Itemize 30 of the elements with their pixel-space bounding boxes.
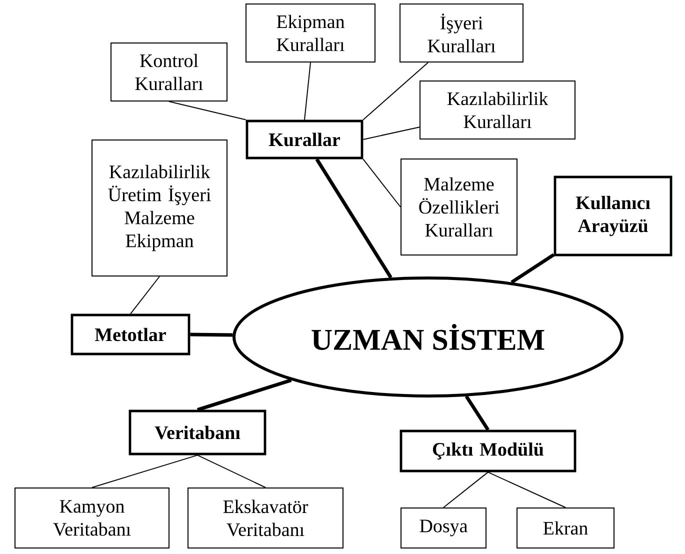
thick-connector	[510, 253, 555, 284]
module-box: Metotlar	[70, 314, 190, 356]
module-box: Kurallar	[246, 120, 364, 160]
item-box: Kontrol Kuralları	[110, 42, 228, 102]
connector-line	[362, 126, 420, 140]
thick-connector	[190, 332, 233, 337]
connector-line	[443, 472, 488, 508]
module-box: Veritabanı	[128, 410, 266, 456]
module-box: Kullanıcı Arayüzü	[554, 176, 672, 256]
item-box: Dosya	[400, 508, 486, 548]
item-box: Kazılabilirlik Üretim İşyeri Malzeme Ekipman	[92, 140, 228, 276]
connector-line	[197, 454, 266, 488]
item-box: Kamyon Veritabanı	[14, 488, 170, 548]
connector-line	[92, 454, 198, 488]
item-box: Ekskavatör Veritabanı	[188, 488, 344, 548]
connector-line	[488, 472, 566, 508]
item-box: Ekipman Kuralları	[246, 4, 376, 62]
item-box: Ekran	[516, 508, 614, 548]
connector-line	[304, 62, 311, 120]
module-box: Çıktı Modülü	[400, 430, 576, 472]
thick-connector	[464, 395, 490, 431]
connector-line	[362, 158, 401, 208]
thick-connector	[315, 158, 392, 279]
item-box: İşyeri Kuralları	[400, 4, 524, 62]
connector-line	[362, 62, 429, 120]
item-box: Kazılabilirlik Kuralları	[420, 80, 576, 140]
connector-line	[130, 276, 160, 314]
item-box: Malzeme Özellikleri Kuralları	[400, 158, 518, 256]
connector-line	[168, 101, 246, 120]
thick-connector	[196, 378, 292, 412]
